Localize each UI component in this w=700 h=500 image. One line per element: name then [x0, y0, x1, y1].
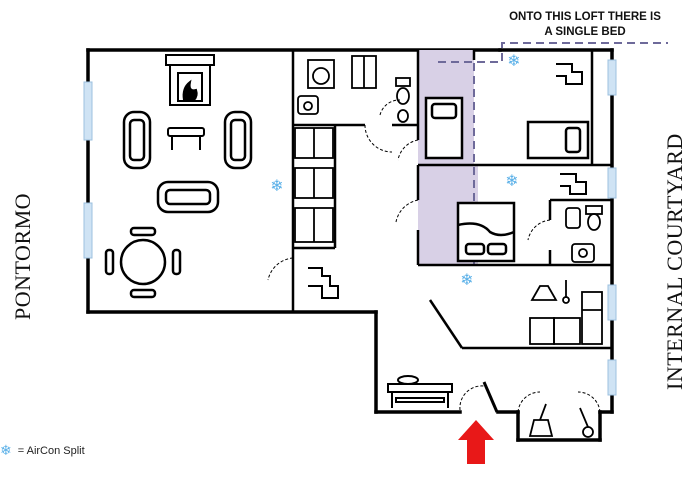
cleaning-icon [528, 403, 594, 438]
interior-walls [291, 50, 612, 413]
kitchen-icon [529, 280, 603, 345]
door-swings [267, 99, 601, 413]
console-table-icon [387, 375, 453, 408]
toilet-icon [395, 77, 411, 123]
courtyard-label: INTERNAL COURTYARD [662, 133, 687, 390]
stairs-icon [308, 63, 587, 299]
loft-dashed-line [438, 42, 668, 265]
sofa-left-icon [122, 110, 152, 170]
svg-text:❄: ❄ [460, 270, 473, 289]
sink-icon [297, 95, 319, 115]
aircon-icon: ❄ ❄ ❄ ❄ [270, 51, 520, 289]
loft-note: ONTO THIS LOFT THERE IS A SINGLE BED [509, 11, 661, 38]
washing-machine-icon [307, 59, 335, 89]
sofa-bottom-icon [156, 180, 220, 214]
single-bed-right-icon [526, 120, 590, 160]
closet-icon [294, 127, 334, 243]
shower-icon [351, 55, 377, 89]
svg-text:❄: ❄ [270, 176, 283, 195]
fireplace-icon [165, 54, 215, 106]
single-bed-loft-icon [424, 96, 464, 160]
bathroom-right-fixtures [565, 205, 603, 263]
svg-text:❄: ❄ [507, 51, 520, 70]
windows [83, 59, 617, 396]
svg-text:❄: ❄ [505, 171, 518, 190]
outer-walls [86, 48, 614, 442]
snowflake-icon: ❄ [0, 442, 12, 458]
double-bed-icon [456, 201, 516, 263]
sofa-right-icon [223, 110, 253, 170]
street-label: PONTORMO [10, 192, 35, 320]
legend: ❄ = AirCon Split [0, 442, 85, 459]
coffee-table-icon [167, 127, 205, 150]
dining-table-icon [104, 226, 182, 299]
entrance-arrow-icon [458, 420, 494, 464]
legend-text: = AirCon Split [17, 444, 85, 457]
